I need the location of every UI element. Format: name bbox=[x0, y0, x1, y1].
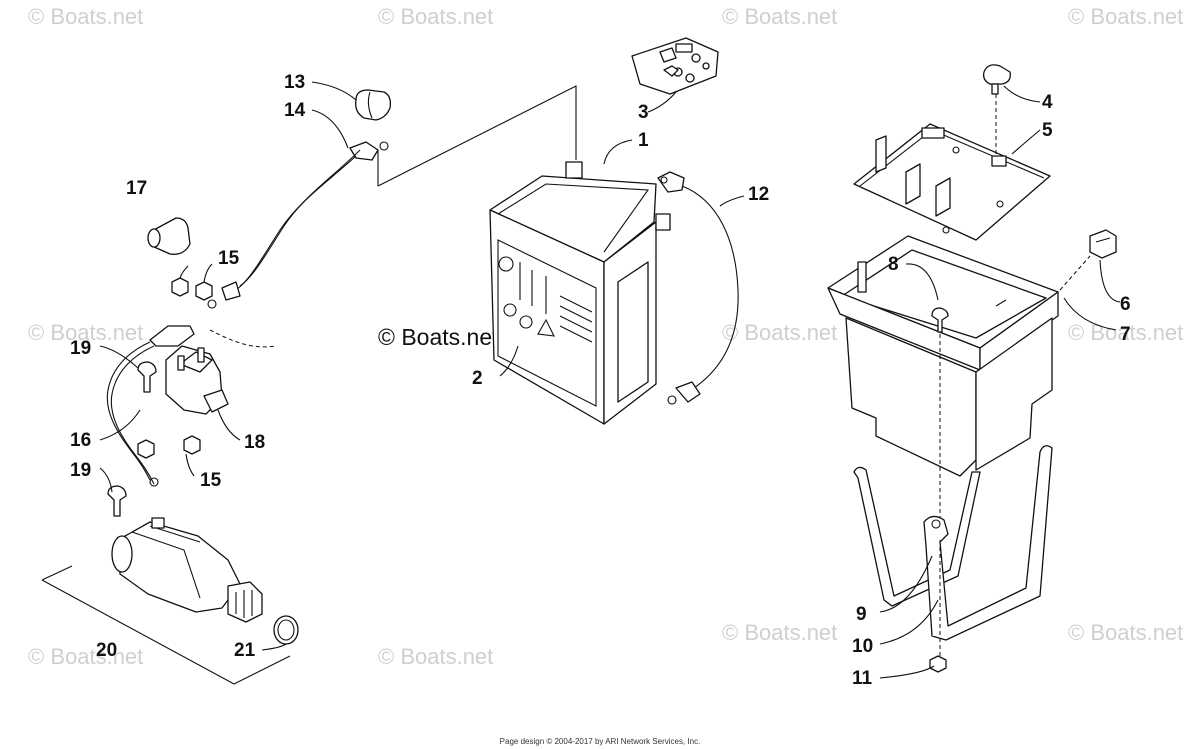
callout-14[interactable]: 14 bbox=[284, 100, 306, 121]
screw-8[interactable] bbox=[931, 307, 949, 333]
clip-6[interactable] bbox=[1089, 229, 1117, 259]
callout-9[interactable]: 9 bbox=[856, 604, 867, 625]
leader-lines bbox=[99, 81, 1121, 679]
knob-4[interactable] bbox=[982, 64, 1011, 95]
callout-5[interactable]: 5 bbox=[1042, 120, 1053, 141]
watermark: © Boats.net bbox=[378, 644, 493, 669]
watermark: © Boats.net bbox=[378, 4, 493, 29]
watermark: © Boats.net bbox=[1068, 320, 1183, 345]
callout-10[interactable]: 10 bbox=[852, 636, 873, 657]
callout-15-upper[interactable]: 15 bbox=[218, 248, 240, 269]
watermark-layer: © Boats.net © Boats.net © Boats.net © Bo… bbox=[28, 4, 1183, 669]
strap-10[interactable] bbox=[923, 445, 1053, 641]
cable-14[interactable] bbox=[235, 155, 357, 291]
callout-7[interactable]: 7 bbox=[1120, 324, 1131, 345]
callout-1[interactable]: 1 bbox=[638, 130, 649, 151]
screw-19-lower[interactable] bbox=[107, 485, 127, 517]
battery-group bbox=[377, 37, 739, 425]
screw-19-upper[interactable] bbox=[137, 361, 157, 393]
watermark: © Boats.net bbox=[1068, 620, 1183, 645]
watermark: © Boats.net bbox=[722, 620, 837, 645]
watermark: © Boats.net bbox=[28, 644, 143, 669]
callout-6[interactable]: 6 bbox=[1120, 294, 1131, 315]
nut-15-upper-left[interactable] bbox=[171, 277, 189, 297]
battery-1[interactable] bbox=[489, 161, 671, 425]
watermark: © Boats.net bbox=[1068, 4, 1183, 29]
watermark: © Boats.net bbox=[722, 320, 837, 345]
callout-19-upper[interactable]: 19 bbox=[70, 338, 91, 359]
callout-15-lower[interactable]: 15 bbox=[200, 470, 222, 491]
nut-11[interactable] bbox=[929, 655, 947, 673]
callout-3[interactable]: 3 bbox=[638, 102, 649, 123]
watermark: © Boats.net bbox=[722, 4, 837, 29]
callout-18[interactable]: 18 bbox=[244, 432, 265, 453]
callout-19-lower[interactable]: 19 bbox=[70, 460, 91, 481]
nut-15-lower[interactable] bbox=[183, 435, 201, 455]
battery-cable-12[interactable] bbox=[681, 185, 739, 389]
cable-16[interactable] bbox=[106, 341, 151, 481]
callout-8[interactable]: 8 bbox=[888, 254, 899, 275]
callout-11[interactable]: 11 bbox=[852, 668, 873, 689]
callout-13[interactable]: 13 bbox=[284, 72, 305, 93]
footer-copyright: Page design © 2004-2017 by ARI Network S… bbox=[500, 737, 701, 746]
cap-17[interactable] bbox=[149, 217, 191, 255]
starter-solenoid-18[interactable] bbox=[149, 325, 277, 415]
callout-20[interactable]: 20 bbox=[96, 640, 117, 661]
battery-lid-5[interactable] bbox=[853, 123, 1051, 241]
watermark: © Boats.net bbox=[28, 320, 143, 345]
callout-4[interactable]: 4 bbox=[1042, 92, 1053, 113]
hardware-kit-3[interactable] bbox=[631, 37, 719, 95]
terminal-boot-13[interactable] bbox=[355, 89, 392, 121]
starter-group bbox=[41, 89, 392, 685]
callout-2[interactable]: 2 bbox=[472, 368, 483, 389]
battery-box-7[interactable] bbox=[827, 235, 1059, 477]
callout-17[interactable]: 17 bbox=[126, 178, 147, 199]
callout-12[interactable]: 12 bbox=[748, 184, 769, 205]
watermark: © Boats.net bbox=[28, 4, 143, 29]
starter-motor-20[interactable] bbox=[111, 517, 263, 623]
watermark-center: © Boats.net bbox=[378, 324, 499, 350]
nut-15-upper-right[interactable] bbox=[195, 281, 213, 301]
callout-21[interactable]: 21 bbox=[234, 640, 256, 661]
callouts: 1 2 3 4 5 6 7 8 9 10 11 12 13 14 15 15 1… bbox=[70, 72, 1131, 689]
callout-16[interactable]: 16 bbox=[70, 430, 91, 451]
battery-box-group bbox=[827, 64, 1117, 673]
